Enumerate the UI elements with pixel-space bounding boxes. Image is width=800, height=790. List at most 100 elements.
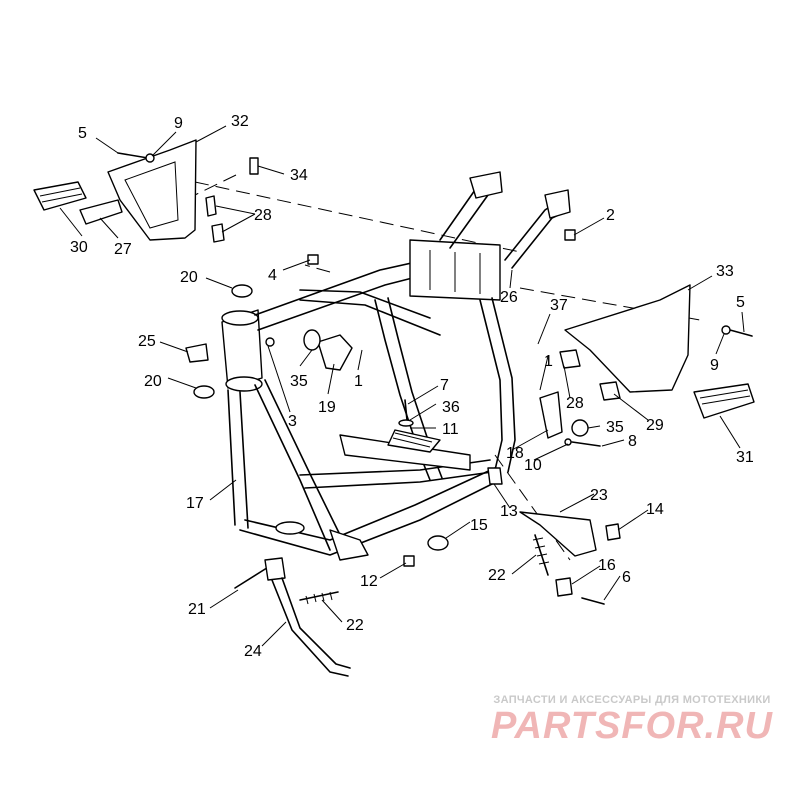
steering-head-bottom	[225, 376, 263, 392]
nut	[307, 254, 319, 265]
nut	[564, 229, 576, 241]
callout-label: 13	[500, 503, 518, 520]
callout-label: 35	[606, 419, 624, 436]
callout-label: 28	[566, 395, 584, 412]
washer	[398, 419, 414, 427]
footboard-ribs	[699, 389, 751, 405]
plug-cap	[303, 329, 321, 351]
top-brace	[299, 289, 431, 319]
jiffy-stand-bracket	[519, 511, 597, 557]
callout-label: 24	[244, 643, 262, 660]
grommet	[599, 381, 621, 401]
bolt	[581, 597, 605, 605]
rear-strut-end	[469, 171, 503, 199]
nut	[403, 555, 415, 567]
callout-label: 9	[710, 357, 719, 374]
frame-boss	[275, 521, 305, 535]
nut	[487, 467, 503, 485]
right-side-cover	[564, 284, 691, 393]
left-side-cover	[107, 139, 197, 241]
callout-label: 1	[354, 373, 363, 390]
pin	[249, 157, 259, 175]
callout-label: 10	[524, 457, 542, 474]
callout-label: 6	[622, 569, 631, 586]
rear-strut-end	[544, 189, 571, 219]
bolt	[571, 441, 601, 447]
down-tube-left	[239, 391, 249, 529]
callout-label: 26	[500, 289, 518, 306]
callout-label: 21	[188, 601, 206, 618]
callout-label: 33	[716, 263, 734, 280]
callout-label: 37	[550, 297, 568, 314]
rear-strut	[511, 211, 566, 269]
spring-coil	[305, 591, 333, 605]
rear-strut	[449, 189, 501, 249]
callout-label: 25	[138, 333, 156, 350]
grommet	[559, 349, 581, 369]
spring-coil	[532, 537, 550, 565]
down-tube-right	[264, 379, 346, 546]
callout-label: 12	[360, 573, 378, 590]
top-brace	[299, 299, 441, 336]
watermark: ЗАПЧАСТИ И АКСЕССУАРЫ ДЛЯ МОТОТЕХНИКИ PA…	[482, 694, 782, 746]
washer	[564, 438, 572, 446]
plug-cap	[571, 419, 589, 437]
steering-stop	[185, 343, 209, 363]
left-foot-bracket	[79, 199, 123, 225]
grommet	[211, 223, 225, 243]
washer	[721, 325, 731, 335]
callout-label: 3	[288, 413, 297, 430]
footboard-ribs	[39, 187, 83, 203]
callout-label: 5	[78, 125, 87, 142]
right-footboard	[693, 383, 755, 419]
callout-label: 34	[290, 167, 308, 184]
motorcycle-frame	[221, 171, 571, 561]
callout-label: 35	[290, 373, 308, 390]
rear-loop	[479, 299, 503, 471]
spring	[299, 591, 339, 601]
cross-member	[304, 471, 493, 489]
callout-label: 17	[186, 495, 204, 512]
callout-label: 30	[70, 239, 88, 256]
alignment-line	[194, 181, 521, 253]
mount-detail	[429, 250, 481, 294]
watermark-logo: PARTSFOR.RU	[491, 705, 773, 747]
callout-label: 11	[442, 421, 459, 438]
plug	[265, 337, 275, 347]
stand-pivot	[264, 557, 286, 581]
bearing-race	[231, 284, 253, 298]
callout-label: 4	[268, 267, 277, 284]
frame-plate	[329, 529, 369, 561]
callout-label: 28	[254, 207, 272, 224]
bracket-plate	[317, 334, 353, 371]
down-tube-left	[227, 389, 236, 526]
screw	[404, 399, 408, 421]
left-cover-inner	[124, 161, 179, 229]
bearing-race	[193, 385, 215, 399]
callout-label: 29	[646, 417, 664, 434]
jiffy-stand	[281, 577, 351, 669]
bolt	[117, 152, 149, 159]
callout-label: 23	[590, 487, 608, 504]
callout-label: 1	[544, 353, 553, 370]
lower-rail	[239, 479, 501, 556]
grommet	[205, 195, 217, 217]
callout-label: 7	[440, 377, 449, 394]
callout-label: 8	[628, 433, 637, 450]
callout-label: 32	[231, 113, 249, 130]
nut	[605, 523, 621, 541]
callout-labels: 5 9 32 34 28 30 27 2 4 20 33 5 37 26 25 …	[70, 113, 754, 660]
bumper	[427, 535, 449, 551]
rear-loop	[491, 297, 516, 473]
callout-label: 14	[646, 501, 664, 518]
callout-label: 15	[470, 517, 488, 534]
callout-label: 27	[114, 241, 132, 258]
callout-label: 20	[144, 373, 162, 390]
callout-label: 9	[174, 115, 183, 132]
bracket-plate-right	[539, 391, 563, 439]
callout-label: 16	[598, 557, 616, 574]
callout-label: 20	[180, 269, 198, 286]
steering-head-top	[221, 310, 259, 326]
